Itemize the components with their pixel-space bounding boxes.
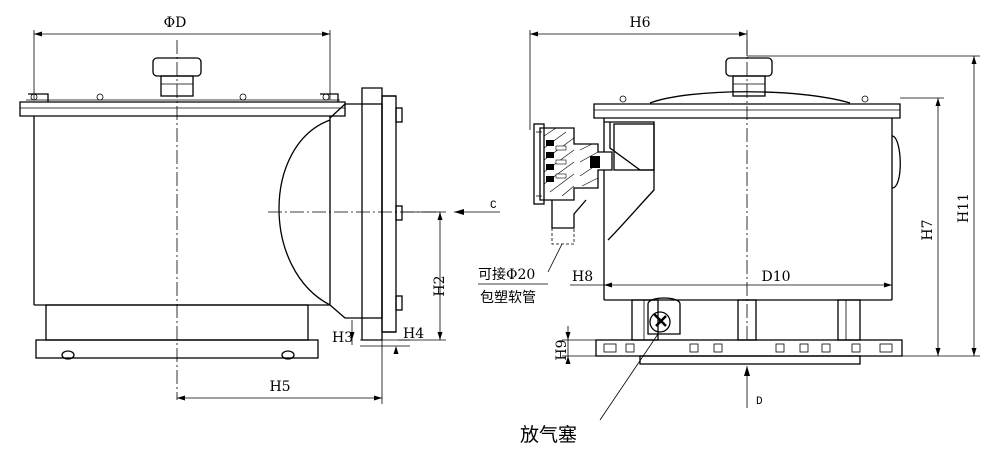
dim-h5-label: H5 — [269, 379, 290, 395]
direction-c-label: C — [490, 200, 497, 212]
dim-h6-label: H6 — [629, 15, 650, 31]
right-view: H6 — [478, 15, 980, 446]
dim-d10-label: D10 — [761, 269, 790, 285]
hose-note-line1: 可接Φ20 — [478, 266, 535, 283]
dim-h7-label: H7 — [920, 219, 936, 240]
dim-h3-label: H3 — [332, 330, 353, 346]
dim-h11-label: H11 — [956, 193, 972, 223]
dim-h9-label: H9 — [554, 339, 570, 360]
left-view: ΦD — [19, 15, 500, 404]
dim-diameter-label: ΦD — [164, 15, 187, 31]
dim-h2-label: H2 — [432, 275, 448, 296]
direction-d-label: D — [756, 396, 763, 408]
side-connector — [533, 123, 613, 205]
vent-plug-label: 放气塞 — [520, 424, 577, 446]
dim-h4-label: H4 — [403, 326, 424, 342]
dim-h8-label: H8 — [572, 269, 593, 285]
hose-note-line2: 包塑软管 — [480, 290, 536, 306]
